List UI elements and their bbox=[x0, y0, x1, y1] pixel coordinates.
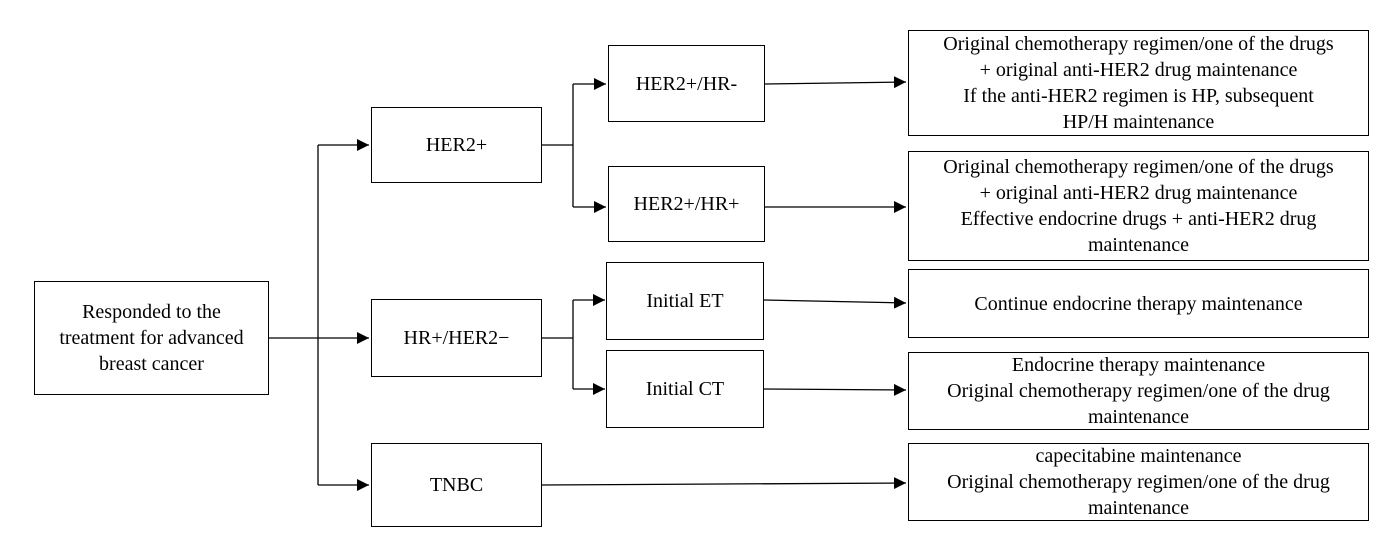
outcome-her2-pos-hr-neg-line-1: Original chemotherapy regimen/one of the… bbox=[943, 33, 1334, 55]
root-line-1: Responded to the bbox=[82, 301, 221, 323]
root-node: Responded to the treatment for advanced … bbox=[34, 281, 269, 395]
outcome-tnbc-line-1: capecitabine maintenance bbox=[1035, 445, 1242, 467]
outcome-tnbc-line-2: Original chemotherapy regimen/one of the… bbox=[947, 471, 1330, 493]
subtype-hr-pos-her2-neg: HR+/HER2− bbox=[371, 299, 542, 377]
branch-initial-ct: Initial CT bbox=[606, 350, 764, 428]
root-line-3: breast cancer bbox=[99, 353, 204, 375]
connector-tnbc-outcome bbox=[540, 477, 907, 490]
outcome-her2-pos-hr-pos-line-4: maintenance bbox=[1087, 234, 1190, 256]
outcome-initial-ct-line-1: Endocrine therapy maintenance bbox=[1011, 354, 1266, 376]
outcome-her2-pos-hr-pos: Original chemotherapy regimen/one of the… bbox=[908, 151, 1369, 261]
outcome-initial-ct-line-3: maintenance bbox=[1087, 406, 1190, 428]
branch-initial-ct-label: Initial CT bbox=[645, 378, 725, 400]
outcome-her2-pos-hr-pos-line-1: Original chemotherapy regimen/one of the… bbox=[943, 156, 1334, 178]
branch-her2-pos-hr-neg: HER2+/HR- bbox=[608, 45, 765, 122]
outcome-her2-pos-hr-neg-line-4: HP/H maintenance bbox=[1062, 111, 1215, 133]
outcome-her2-pos-hr-pos-line-2: + original anti-HER2 drug maintenance bbox=[979, 182, 1298, 204]
branch-initial-et: Initial ET bbox=[606, 262, 764, 340]
subtype-tnbc-label: TNBC bbox=[429, 474, 484, 496]
outcome-initial-et-line-1: Continue endocrine therapy maintenance bbox=[974, 292, 1303, 315]
outcome-her2-pos-hr-neg-line-2: + original anti-HER2 drug maintenance bbox=[979, 59, 1298, 81]
subtype-her2-pos-label: HER2+ bbox=[425, 134, 488, 156]
branch-her2-pos-hr-pos-label: HER2+/HR+ bbox=[633, 193, 740, 215]
connector-initial-ct-outcome bbox=[763, 383, 907, 396]
outcome-her2-pos-hr-neg: Original chemotherapy regimen/one of the… bbox=[908, 30, 1369, 136]
connector-initial-et-outcome bbox=[763, 296, 907, 309]
branch-her2-pos-hr-neg-label: HER2+/HR- bbox=[635, 72, 738, 95]
subtype-her2-pos: HER2+ bbox=[371, 107, 542, 183]
outcome-tnbc: capecitabine maintenance Original chemot… bbox=[908, 443, 1369, 521]
outcome-tnbc-line-3: maintenance bbox=[1087, 497, 1190, 519]
subtype-hr-pos-her2-neg-label: HR+/HER2− bbox=[403, 327, 510, 349]
outcome-initial-ct-line-2: Original chemotherapy regimen/one of the… bbox=[947, 380, 1330, 402]
outcome-her2-pos-hr-neg-line-3: If the anti-HER2 regimen is HP, subseque… bbox=[963, 85, 1314, 107]
outcome-her2-pos-hr-pos-line-3: Effective endocrine drugs + anti-HER2 dr… bbox=[960, 208, 1317, 230]
outcome-initial-ct: Endocrine therapy maintenance Original c… bbox=[908, 352, 1369, 430]
branch-initial-et-label: Initial ET bbox=[646, 290, 724, 312]
subtype-tnbc: TNBC bbox=[371, 443, 542, 527]
outcome-initial-et: Continue endocrine therapy maintenance bbox=[908, 269, 1369, 338]
root-line-2: treatment for advanced bbox=[59, 327, 244, 349]
branch-her2-pos-hr-pos: HER2+/HR+ bbox=[608, 166, 765, 242]
connector-her2-pos-hr-neg-outcome bbox=[764, 76, 907, 89]
